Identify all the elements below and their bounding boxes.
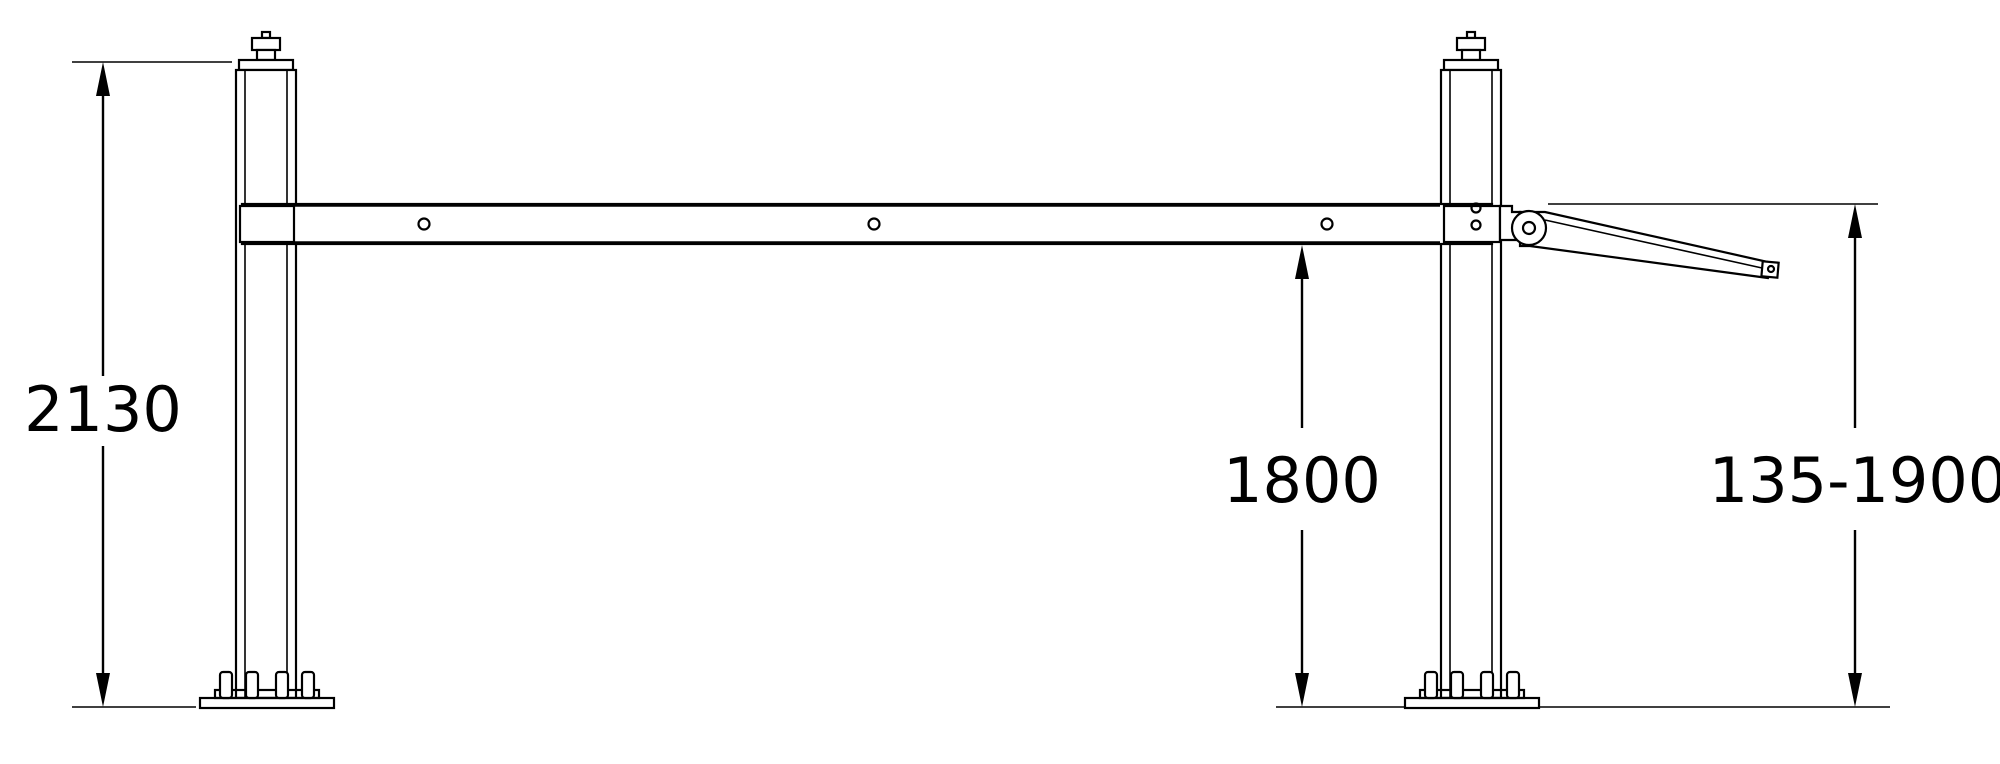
swing-arm bbox=[1498, 204, 1780, 280]
dimension-arm-height-range: 135-1900 bbox=[1540, 203, 2000, 708]
beam-hole bbox=[867, 217, 881, 231]
left-post bbox=[198, 30, 336, 710]
beam-hole bbox=[1320, 217, 1334, 231]
dimension-overall-height: 2130 bbox=[24, 61, 232, 708]
arm-pivot bbox=[1510, 209, 1548, 247]
cross-beam bbox=[238, 202, 1502, 246]
beam-hole bbox=[417, 217, 431, 231]
right-post bbox=[1403, 30, 1541, 710]
collar-hole bbox=[1470, 202, 1482, 214]
right-post-top-bolt bbox=[1442, 30, 1500, 72]
beam-clearance-label: 1800 bbox=[1223, 444, 1381, 517]
dimension-beam-clearance: 1800 bbox=[1223, 245, 1404, 708]
left-post-top-bolt bbox=[237, 30, 295, 72]
overall-height-label: 2130 bbox=[24, 373, 182, 446]
left-post-base-plate bbox=[198, 670, 336, 710]
arm-height-range-label: 135-1900 bbox=[1709, 444, 2000, 517]
right-post-base-plate bbox=[1403, 670, 1541, 710]
collar-hole bbox=[1470, 219, 1482, 231]
